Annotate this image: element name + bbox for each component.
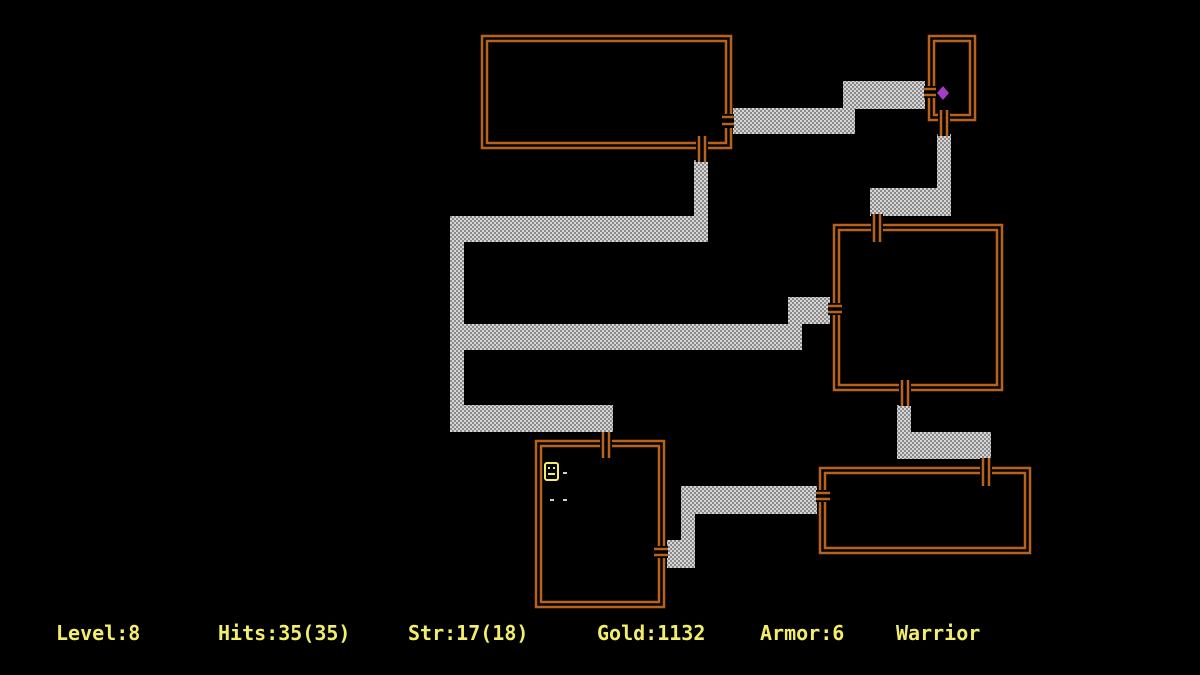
corridor-segment: [733, 108, 855, 134]
corridor-segment: [897, 432, 991, 459]
amulet-gem-icon[interactable]: [937, 86, 949, 100]
status-hits: Hits:35(35): [218, 621, 351, 645]
status-level: Level:8: [56, 621, 141, 645]
status-class: Warrior: [896, 621, 981, 645]
corridors: [450, 81, 991, 568]
door: [828, 303, 842, 315]
corridor-segment: [450, 405, 613, 432]
room-top-right: [927, 34, 977, 122]
status-strength: Str:17(18): [408, 621, 529, 645]
floor-specks: [550, 472, 567, 501]
door: [871, 214, 883, 242]
door: [654, 546, 668, 558]
corridor-segment: [788, 297, 830, 324]
doors: [600, 86, 992, 558]
dungeon-map: [450, 34, 1032, 609]
status-bar: Level:8 Hits:35(35) Str:17(18) Gold:1132…: [0, 618, 1200, 650]
corridor-segment: [681, 486, 817, 514]
door: [924, 86, 936, 98]
smiley-icon: [544, 462, 559, 481]
door: [899, 380, 911, 406]
door: [816, 490, 830, 502]
door: [722, 114, 734, 128]
status-gold: Gold:1132: [597, 621, 706, 645]
room-bottom-left: [534, 439, 666, 609]
corridor-segment: [450, 216, 708, 242]
corridor-segment: [843, 81, 925, 109]
corridor-segment: [870, 188, 951, 216]
room-middle-right: [832, 223, 1004, 392]
status-armor: Armor:6: [760, 621, 845, 645]
room-bottom-right: [818, 466, 1032, 555]
corridor-segment: [450, 324, 802, 350]
room-top-left: [480, 34, 733, 150]
corridor-segment: [667, 540, 695, 568]
door: [600, 432, 612, 458]
door: [980, 458, 992, 486]
door: [696, 136, 708, 162]
door: [938, 110, 950, 136]
